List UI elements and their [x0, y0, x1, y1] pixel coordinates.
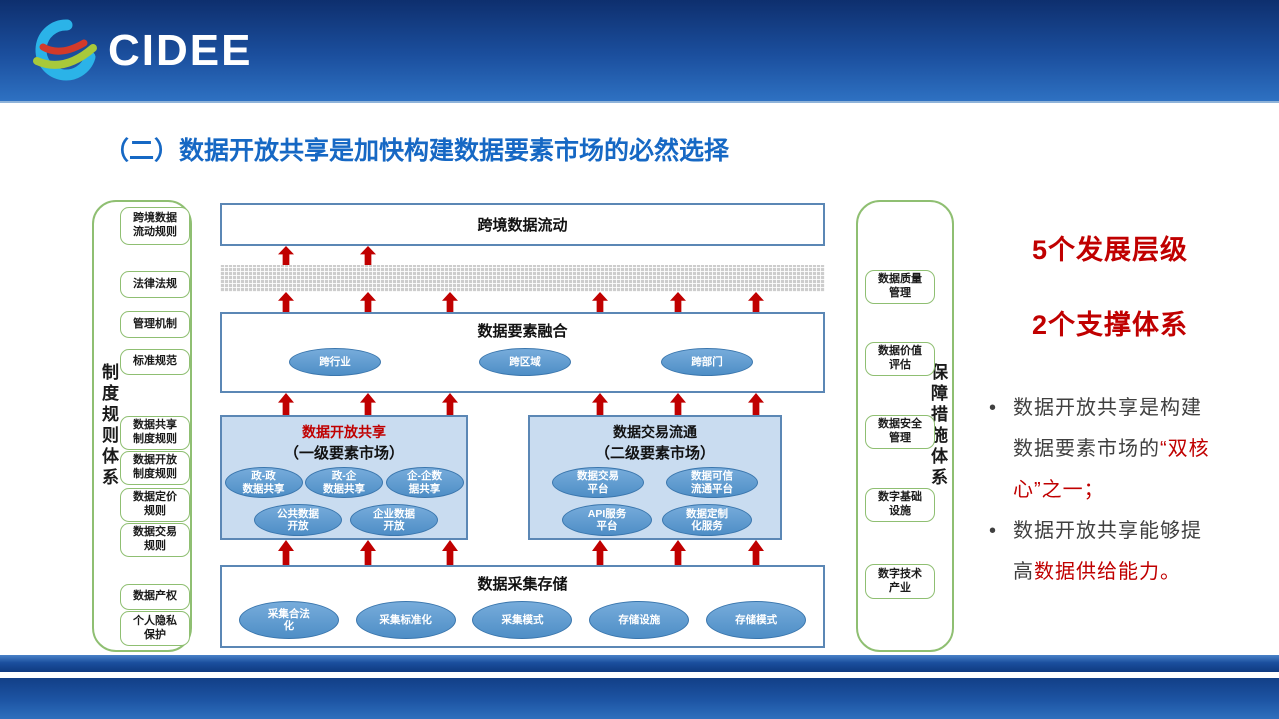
oval-custom-data-service: 数据定制 化服务: [662, 504, 752, 536]
footer-bar-thin: [0, 655, 1279, 672]
oval-public-data-open: 公共数据 开放: [254, 504, 342, 536]
pill-crossborder-flow-rules: 跨境数据 流动规则: [120, 207, 190, 245]
up-arrow-icon: [670, 292, 686, 312]
up-arrow-icon: [442, 393, 458, 415]
cidee-logo-icon: [33, 18, 97, 80]
up-arrow-icon: [748, 292, 764, 312]
left-pillar-label: 制度规则体系: [99, 363, 118, 489]
left-pillar-institutional-rules: 制度规则体系 跨境数据 流动规则 法律法规 管理机制 标准规范 数据共享 制度规…: [92, 200, 192, 652]
up-arrow-icon: [748, 393, 764, 415]
crossborder-box-title: 跨境数据流动: [477, 217, 568, 234]
up-arrow-icon: [360, 540, 376, 565]
secondary-market-title: 数据交易流通: [613, 424, 697, 440]
pill-laws-regulations: 法律法规: [120, 271, 190, 298]
logo: CIDEE: [30, 18, 253, 83]
bullet-list: 数据开放共享是构建数据要素市场的“双核心”之一； 数据开放共享能够提高数据供给能…: [985, 388, 1217, 593]
bullet-item-supply-capacity: 数据开放共享能够提高数据供给能力。: [985, 511, 1217, 593]
oval-collection-mode: 采集模式: [472, 601, 573, 639]
up-arrow-icon: [592, 540, 608, 565]
arrow-band-markets-to-fusion: [220, 393, 825, 415]
up-arrow-icon: [670, 540, 686, 565]
bullet-text-segment-red: 数据供给能力。: [1034, 561, 1181, 583]
oval-storage-mode: 存储模式: [706, 601, 807, 639]
bullet-text-segment: 数据开放共享能够提高: [1013, 520, 1202, 583]
pill-trading-rules: 数据交易 规则: [120, 523, 190, 557]
pill-open-rules: 数据开放 制度规则: [120, 451, 190, 485]
primary-market-ovals-row2: 公共数据 开放 企业数据 开放: [246, 504, 446, 536]
up-arrow-icon: [278, 393, 294, 415]
heading-two-systems: 2个支撑体系: [1032, 310, 1189, 340]
footer-bar-thick: [0, 678, 1279, 719]
oval-trusted-flow-platform: 数据可信 流通平台: [666, 467, 758, 498]
oval-ent-ent-sharing: 企-企数 据共享: [385, 467, 464, 498]
up-arrow-icon: [360, 393, 376, 415]
pill-sharing-rules: 数据共享 制度规则: [120, 416, 190, 450]
pill-personal-privacy: 个人隐私 保护: [120, 611, 190, 646]
oval-gov-ent-sharing: 政-企 数据共享: [305, 467, 383, 498]
pill-digital-infra: 数字基础 设施: [865, 488, 935, 522]
up-arrow-icon: [592, 393, 608, 415]
up-arrow-icon: [442, 292, 458, 312]
oval-cross-industry: 跨行业: [289, 348, 381, 376]
secondary-market-ovals-row1: 数据交易 平台 数据可信 流通平台: [530, 467, 780, 498]
pill-data-security: 数据安全 管理: [865, 415, 935, 449]
arrow-band-fusion-to-barrier: [220, 292, 825, 312]
primary-market-box: 数据开放共享 （一级要素市场） 政-政 数据共享 政-企 数据共享 企-企数 据…: [220, 415, 468, 540]
secondary-market-subtitle: （二级要素市场）: [594, 445, 715, 462]
oval-api-service-platform: API服务 平台: [562, 504, 652, 536]
oval-enterprise-data-open: 企业数据 开放: [350, 504, 438, 536]
storage-box-title: 数据采集存储: [477, 576, 568, 593]
restricted-flow-barrier: [220, 265, 825, 292]
pill-digital-tech: 数字技术 产业: [865, 564, 935, 599]
logo-text: CIDEE: [108, 25, 253, 75]
central-diagram: 跨境数据流动 数据要素融合 跨行业 跨区域 跨部门: [220, 200, 825, 652]
pill-data-property-rights: 数据产权: [120, 584, 190, 610]
up-arrow-icon: [442, 540, 458, 565]
up-arrow-icon: [278, 292, 294, 312]
pill-management-mechanism: 管理机制: [120, 311, 190, 338]
primary-market-subtitle: （一级要素市场）: [283, 445, 404, 462]
bullet-item-dual-core: 数据开放共享是构建数据要素市场的“双核心”之一；: [985, 388, 1217, 511]
page-title: （二）数据开放共享是加快构建数据要素市场的必然选择: [104, 137, 730, 165]
pill-pricing-rules: 数据定价 规则: [120, 488, 190, 522]
pill-data-quality: 数据质量 管理: [865, 270, 935, 304]
oval-cross-region: 跨区域: [479, 348, 571, 376]
right-pillar-safeguard-measures: 保障措施体系 数据质量 管理 数据价值 评估 数据安全 管理 数字基础 设施 数…: [856, 200, 954, 652]
up-arrow-icon: [592, 292, 608, 312]
crossborder-data-flow-box: 跨境数据流动: [220, 203, 825, 246]
up-arrow-icon: [278, 246, 294, 265]
header-bar: CIDEE: [0, 0, 1279, 103]
arrow-band-through-barrier: [220, 246, 825, 265]
oval-gov-gov-sharing: 政-政 数据共享: [224, 467, 303, 498]
secondary-market-ovals-row2: API服务 平台 数据定制 化服务: [552, 504, 762, 536]
secondary-market-box: 数据交易流通 （二级要素市场） 数据交易 平台 数据可信 流通平台 API服务 …: [528, 415, 782, 540]
primary-market-title: 数据开放共享: [302, 424, 386, 440]
arrow-band-storage-to-markets: [220, 540, 825, 565]
bullet-text-segment: 数据开放共享是构建数据要素市场的: [1013, 397, 1202, 460]
oval-data-trading-platform: 数据交易 平台: [552, 467, 644, 498]
primary-market-ovals-row1: 政-政 数据共享 政-企 数据共享 企-企数 据共享: [222, 467, 466, 498]
oval-collection-standardize: 采集标准化: [355, 601, 456, 639]
pill-data-value: 数据价值 评估: [865, 342, 935, 376]
heading-five-levels: 5个发展层级: [1032, 235, 1189, 265]
up-arrow-icon: [360, 292, 376, 312]
oval-cross-department: 跨部门: [661, 348, 753, 376]
storage-ovals-row: 采集合法 化 采集标准化 采集模式 存储设施 存储模式: [222, 601, 823, 639]
data-element-fusion-box: 数据要素融合 跨行业 跨区域 跨部门: [220, 312, 825, 393]
up-arrow-icon: [278, 540, 294, 565]
data-collection-storage-box: 数据采集存储 采集合法 化 采集标准化 采集模式 存储设施 存储模式: [220, 565, 825, 648]
right-pillar-label: 保障措施体系: [928, 363, 947, 489]
pill-standards-norms: 标准规范: [120, 349, 190, 375]
up-arrow-icon: [360, 246, 376, 265]
bullet-text-segment-red: “双核心”之一；: [1013, 438, 1210, 501]
oval-storage-facility: 存储设施: [589, 601, 690, 639]
oval-collection-legality: 采集合法 化: [238, 601, 339, 639]
fusion-box-title: 数据要素融合: [477, 323, 568, 340]
up-arrow-icon: [670, 393, 686, 415]
up-arrow-icon: [748, 540, 764, 565]
